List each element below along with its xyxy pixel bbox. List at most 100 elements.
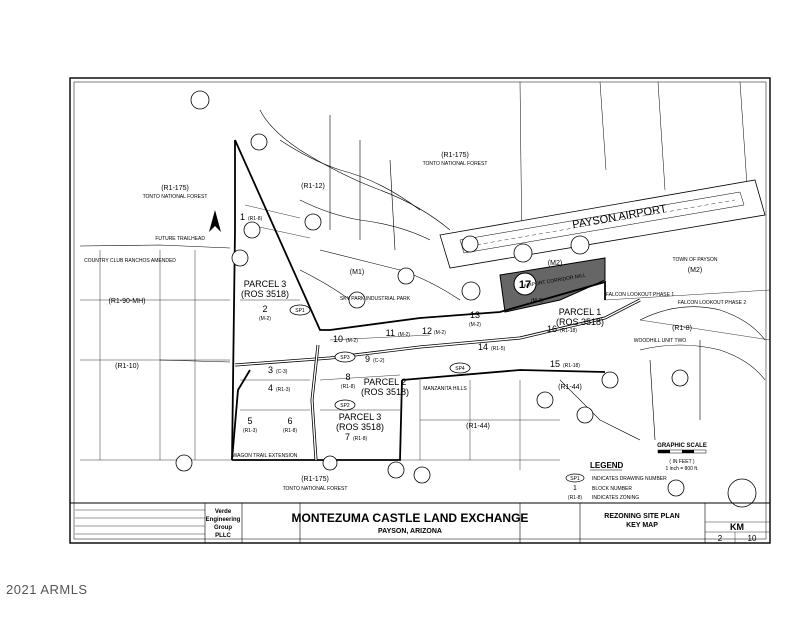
parcel-1-ros: (ROS 3518) [556,317,604,327]
sheet-number: 2 [718,534,723,543]
legend-zone-symbol: (R1-8) [568,495,583,501]
woodhill-label: WOODHILL UNIT TWO [634,338,687,344]
sky-park-label: SKY PARK INDUSTRIAL PARK [340,296,411,302]
parcel-5-number: 5 [247,416,252,426]
parcel-10-zone: (M-2) [346,338,358,344]
zone-m1: (M1) [350,269,364,276]
parcel-10-number: 10 [333,334,343,344]
parcel-14-zone: (R1-5) [491,346,506,352]
parcel-8-number: 8 [345,372,350,382]
parcel-3-bottom-name: PARCEL 3 [339,412,382,422]
zone-r1-44-a: (R1-44) [558,384,582,391]
parcel-6-number: 6 [287,416,292,426]
parcel-12-number: 12 [422,326,432,336]
scale-ratio: 1 inch = 800 ft. [666,466,699,472]
parcel-3-zone: (C-3) [276,369,288,375]
legend-sp-text: INDICATES DRAWING NUMBER [592,476,667,482]
zone-r1-175-bottom: (R1-175) [301,476,329,483]
parcel-17-zone: (M-2) [531,298,543,304]
sheet-title-1: REZONING SITE PLAN [604,513,679,520]
zone-tonto-bottom: TONTO NATIONAL FOREST [283,486,348,492]
parcel-2-name: PARCEL 2 [364,377,407,387]
legend-title: LEGEND [590,461,624,470]
parcel-17-number: 17 [519,279,531,291]
parcel-14-number: 14 [478,342,488,352]
parcel-12-zone: (M-2) [434,330,446,336]
parcel-4-zone: (R1-3) [276,387,291,393]
site-point-sp4: SP4 [455,366,465,372]
zone-tonto-top: TONTO NATIONAL FOREST [423,161,488,167]
company-name-line4: PLLC [215,533,231,539]
site-point-sp3: SP3 [340,355,350,361]
future-trailhead-label: FUTURE TRAILHEAD [155,236,205,242]
legend-zone-text: INDICATES ZONING [592,495,639,501]
copyright-watermark: 2021 ARMLS [6,582,88,597]
parcel-9-zone: (C-2) [373,358,385,364]
major-roads [79,244,641,461]
manzanita-hills-label: MANZANITA HILLS [423,386,467,392]
parcel-4-number: 4 [268,383,273,393]
legend: LEGEND SP1 INDICATES DRAWING NUMBER 1 BL… [565,461,667,501]
parcel-15-number: 15 [550,359,560,369]
parcel-1-name: PARCEL 1 [559,307,602,317]
scale-units: ( IN FEET ) [669,459,695,465]
parcel-3-number: 3 [268,365,273,375]
parcel-13-number: 13 [470,310,480,320]
zone-r1-175-left: (R1-175) [161,185,189,192]
parcel-17-callout [513,272,537,296]
zone-r1-44-b: (R1-44) [466,423,490,430]
parcel-2-zone: (M-2) [259,316,271,322]
reference-callouts [175,90,757,508]
project-title: MONTEZUMA CASTLE LAND EXCHANGE [292,511,529,525]
zone-r1-10: (R1-10) [115,363,139,370]
falcon-lookout-1-label: FALCON LOOKOUT PHASE 1 [606,292,674,298]
zone-r1-90-mh: (R1-90-MH) [109,298,146,305]
parcel-11-number: 11 [386,328,395,338]
scale-title: GRAPHIC SCALE [657,443,707,449]
graphic-scale: GRAPHIC SCALE ( IN FEET ) 1 inch = 800 f… [657,443,707,472]
zone-town-of-payson: TOWN OF PAYSON [672,257,717,263]
parcel-3-top-ros: (ROS 3518) [241,289,289,299]
company-name-line2: Engineering [206,517,241,523]
company-name-line3: Group [214,525,232,531]
wagon-trail-label: WAGON TRAIL EXTENSION [233,453,298,459]
falcon-lookout-2-label: FALCON LOOKOUT PHASE 2 [678,300,746,306]
legend-block-symbol: 1 [573,485,577,492]
company-name-line1: Verde [215,509,232,515]
sheet-title-2: KEY MAP [626,522,658,529]
parcel-2-ros: (ROS 3518) [361,387,409,397]
zone-r1-12: (R1-12) [301,183,325,190]
parcel-3-bottom-ros: (ROS 3518) [336,422,384,432]
parcel-9-number: 9 [365,354,370,364]
parcel-5-zone: (R1-3) [243,428,258,434]
parcel-3-top-name: PARCEL 3 [244,279,287,289]
north-arrow [209,210,221,232]
legend-block-text: BLOCK NUMBER [592,486,632,492]
country-club-ranchos-label: COUNTRY CLUB RANCHOS AMENDED [84,258,176,264]
sheet-total: 10 [748,534,757,543]
parcel-16-zone: (R1-18) [560,328,577,334]
parcel-8-zone: (R1-8) [341,384,356,390]
parcel-17-shaded [499,257,606,313]
parcel-7-number: 7 [345,432,350,442]
parcel-7-zone: (R1-8) [353,436,368,442]
parcel-13-zone: (M-2) [469,322,481,328]
zone-r1-8-right: (R1-8) [672,325,692,332]
legend-sp-symbol: SP1 [570,476,580,482]
lot-lines [80,204,771,470]
residential-streets [259,109,766,441]
drawing-code: KM [730,522,744,532]
parcel-11-zone: (M-2) [398,332,410,338]
parcel-15-zone: (R1-18) [563,363,580,369]
site-point-sp1: SP1 [295,308,305,314]
zone-m2-mid: (M2) [548,260,562,267]
project-city: PAYSON, ARIZONA [378,528,442,535]
site-point-sp2: SP2 [340,403,350,409]
title-block: Verde Engineering Group PLLC MONTEZUMA C… [70,502,770,543]
parcel-2-number: 2 [262,304,267,314]
parcel-1-number: 1 [240,212,245,222]
zone-tonto-left: TONTO NATIONAL FOREST [143,194,208,200]
zone-r1-175-top: (R1-175) [441,152,469,159]
zone-m2-right: (M2) [688,267,702,274]
